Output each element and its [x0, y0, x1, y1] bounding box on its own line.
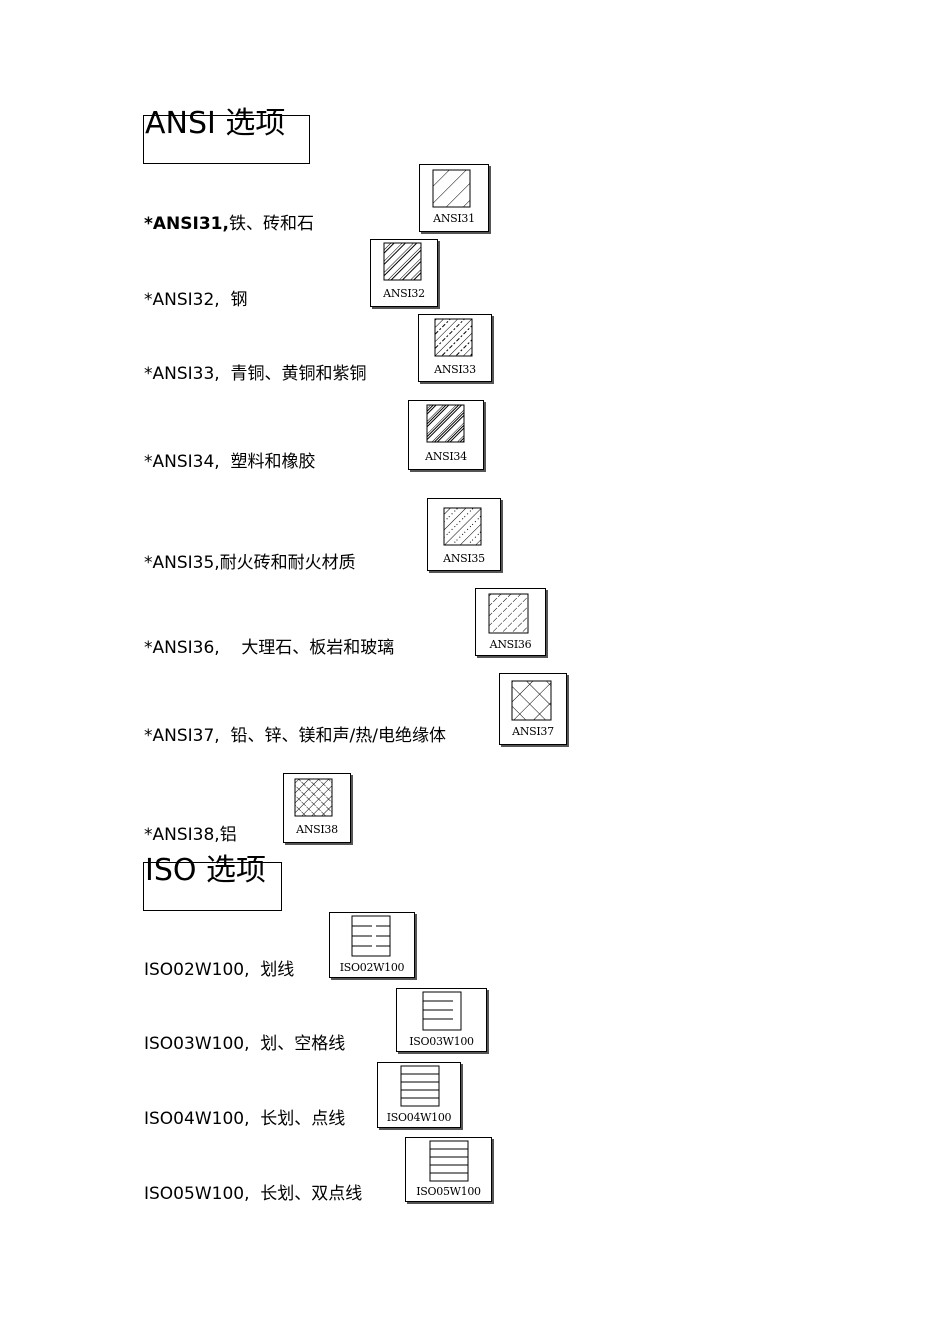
swatch-label: ISO05W100 [416, 1185, 481, 1198]
item-code: *ANSI31, [144, 214, 229, 234]
iso02w100-line-pattern-icon [351, 915, 391, 957]
iso03w100-line-swatch: ISO03W100 [396, 988, 487, 1052]
iso04w100-item: ISO04W100, 长划、点线 [144, 1109, 345, 1129]
iso-section-title: ISO 选项 [145, 853, 267, 888]
item-description: 大理石、板岩和玻璃 [241, 638, 395, 658]
item-description: 钢 [230, 290, 248, 310]
ansi33-hatch-pattern-icon [434, 318, 473, 357]
ansi33-item: *ANSI33, 青铜、黄铜和紫铜 [144, 364, 367, 384]
iso-section-heading: ISO 选项 [143, 856, 282, 911]
item-code: *ANSI33, [144, 364, 220, 384]
ansi36-hatch-swatch: ANSI36 [475, 588, 546, 656]
ansi-section-heading: ANSI 选项 [143, 109, 310, 164]
item-description: 划、空格线 [260, 1034, 346, 1054]
item-code: ISO05W100, [144, 1184, 250, 1204]
ansi31-hatch-swatch: ANSI31 [419, 164, 489, 232]
ansi38-hatch-swatch: ANSI38 [283, 773, 351, 843]
swatch-label: ANSI33 [434, 363, 476, 376]
ansi33-hatch-swatch: ANSI33 [418, 314, 492, 382]
swatch-label: ANSI37 [512, 725, 554, 738]
item-description: 塑料和橡胶 [230, 452, 316, 472]
ansi35-hatch-pattern-icon [443, 507, 482, 546]
ansi37-hatch-pattern-icon [511, 680, 552, 721]
item-code: *ANSI38, [144, 825, 220, 845]
iso05w100-line-swatch: ISO05W100 [405, 1137, 492, 1202]
ansi36-hatch-pattern-icon [488, 593, 529, 634]
ansi34-hatch-swatch: ANSI34 [408, 400, 484, 470]
swatch-label: ISO04W100 [386, 1111, 452, 1124]
ansi35-item: *ANSI35,耐火砖和耐火材质 [144, 553, 356, 573]
ansi31-item: *ANSI31,铁、砖和石 [144, 214, 314, 234]
swatch-label: ISO02W100 [339, 961, 405, 974]
swatch-label: ANSI34 [425, 450, 467, 463]
ansi35-hatch-swatch: ANSI35 [427, 498, 501, 571]
item-code: ISO03W100, [144, 1034, 250, 1054]
item-description: 长划、双点线 [260, 1184, 363, 1204]
iso02w100-item: ISO02W100, 划线 [144, 960, 294, 980]
swatch-label: ANSI38 [296, 823, 338, 836]
item-code: ISO02W100, [144, 960, 250, 980]
ansi34-hatch-pattern-icon [426, 404, 465, 443]
ansi-section-title: ANSI 选项 [145, 106, 286, 141]
item-code: *ANSI36, [144, 638, 220, 658]
ansi31-hatch-pattern-icon [432, 169, 471, 208]
item-description: 铁、砖和石 [228, 214, 314, 234]
iso03w100-line-pattern-icon [422, 991, 462, 1031]
swatch-label: ANSI32 [383, 287, 425, 300]
iso03w100-item: ISO03W100, 划、空格线 [144, 1034, 345, 1054]
swatch-label: ANSI35 [443, 552, 485, 565]
item-code: *ANSI35, [144, 553, 220, 573]
ansi37-item: *ANSI37, 铅、锌、镁和声/热/电绝缘体 [144, 726, 446, 746]
iso05w100-line-pattern-icon [429, 1140, 469, 1182]
ansi37-hatch-swatch: ANSI37 [499, 673, 567, 745]
item-description: 铝 [219, 825, 237, 845]
iso05w100-item: ISO05W100, 长划、双点线 [144, 1184, 362, 1204]
ansi38-item: *ANSI38,铝 [144, 825, 237, 845]
ansi36-item: *ANSI36, 大理石、板岩和玻璃 [144, 638, 394, 658]
item-description: 铅、锌、镁和声/热/电绝缘体 [230, 726, 446, 746]
item-description: 青铜、黄铜和紫铜 [230, 364, 367, 384]
swatch-label: ANSI36 [489, 638, 532, 651]
ansi32-item: *ANSI32, 钢 [144, 290, 248, 310]
item-description: 耐火砖和耐火材质 [219, 553, 356, 573]
iso04w100-line-swatch: ISO04W100 [377, 1062, 461, 1128]
ansi32-hatch-pattern-icon [383, 242, 422, 281]
item-code: *ANSI37, [144, 726, 220, 746]
item-code: ISO04W100, [144, 1109, 250, 1129]
item-description: 划线 [260, 960, 295, 980]
ansi34-item: *ANSI34, 塑料和橡胶 [144, 452, 316, 472]
item-description: 长划、点线 [260, 1109, 346, 1129]
iso04w100-line-pattern-icon [400, 1065, 440, 1107]
swatch-label: ANSI31 [433, 212, 475, 225]
iso02w100-line-swatch: ISO02W100 [329, 912, 415, 978]
ansi32-hatch-swatch: ANSI32 [370, 239, 438, 307]
item-code: *ANSI34, [144, 452, 220, 472]
ansi38-hatch-pattern-icon [294, 778, 333, 817]
swatch-label: ISO03W100 [409, 1035, 474, 1048]
item-code: *ANSI32, [144, 290, 220, 310]
